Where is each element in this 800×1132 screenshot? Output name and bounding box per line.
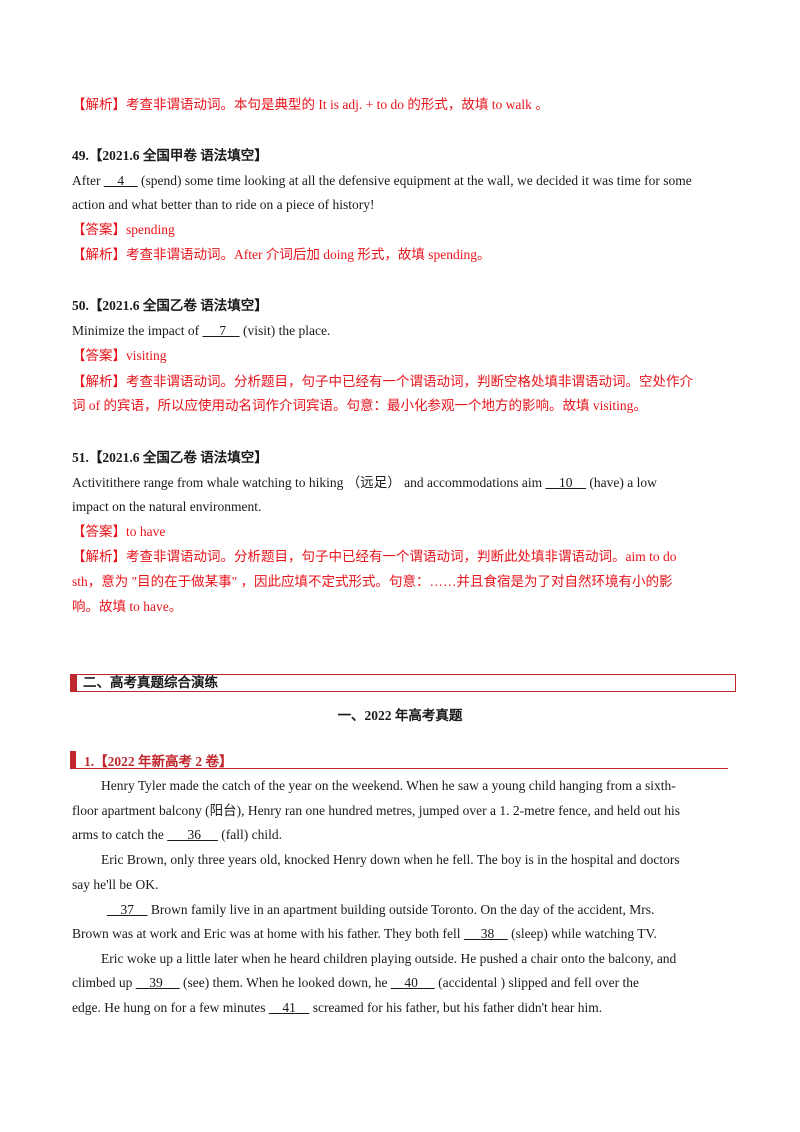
section-bar-accent	[71, 675, 77, 691]
q51-analysis-line1: 【解析】考查非谓语动词。分析题目，句子中已经有一个谓语动词，判断此处填非谓语动词…	[72, 549, 677, 564]
passage-p1-line2: floor apartment balcony (阳台), Henry ran …	[72, 803, 681, 818]
q50-title: 50.【2021.6 全国乙卷 语法填空】	[72, 298, 268, 313]
q50-blank-number: 7	[219, 323, 227, 338]
p4-line3-pre: edge. He hung on for a few minutes	[72, 1000, 269, 1015]
q50-analysis-line1: 【解析】考查非谓语动词。分析题目，句子中已经有一个谓语动词，判断空格处填非谓语动…	[72, 374, 693, 389]
q51-title: 51.【2021.6 全国乙卷 语法填空】	[72, 450, 268, 465]
passage-p3-line2: Brown was at work and Eric was at home w…	[72, 925, 657, 943]
passage-p4-line1: Eric woke up a little later when he hear…	[101, 951, 677, 966]
passage-p4-line3: edge. He hung on for a few minutes 41 sc…	[72, 999, 602, 1017]
q49-stem-line1: After 4 (spend) some time looking at all…	[72, 172, 692, 190]
p1-line3-post: (fall) child.	[217, 827, 282, 842]
q49-text-post: (spend) some time looking at all the def…	[137, 173, 692, 188]
p4-line2-pre: climbed up	[72, 975, 136, 990]
blank-39: 39	[136, 975, 180, 990]
q49-blank-number: 4	[117, 173, 125, 188]
subsection-title: 一、2022 年高考真题	[337, 708, 463, 723]
blank-38-number: 38	[480, 926, 495, 941]
q50-stem-line1: Minimize the impact of 7 (visit) the pla…	[72, 322, 330, 340]
blank-41: 41	[269, 1000, 310, 1015]
q48-analysis: 【解析】考查非谓语动词。本句是典型的 It is adj. + to do 的形…	[72, 97, 549, 112]
blank-37: 37	[107, 902, 148, 917]
passage-p1-line3: arms to catch the 36 (fall) child.	[72, 826, 282, 844]
p4-line2-post: (accidental ) slipped and fell over the	[434, 975, 639, 990]
passage-p4-line2: climbed up 39 (see) them. When he looked…	[72, 974, 639, 992]
p3-line2-pre: Brown was at work and Eric was at home w…	[72, 926, 464, 941]
q51-blank: 10	[546, 475, 587, 490]
q49-title: 49.【2021.6 全国甲卷 语法填空】	[72, 148, 268, 163]
q51-stem-line1: Activitithere range from whale watching …	[72, 474, 657, 492]
p1-line3-pre: arms to catch the	[72, 827, 168, 842]
p4-line2-mid: (see) them. When he looked down, he	[179, 975, 391, 990]
q51-analysis-line2: sth，意为 "目的在于做某事" ，因此应填不定式形式。句意：……并且食宿是为了…	[72, 574, 673, 589]
q49-stem-line2: action and what better than to ride on a…	[72, 197, 375, 212]
q50-text-pre: Minimize the impact of	[72, 323, 203, 338]
blank-36-number: 36	[187, 827, 201, 842]
q50-answer: 【答案】visiting	[72, 348, 167, 363]
section-heading-bar: 二、高考真题综合演练	[70, 674, 736, 692]
blank-41-number: 41	[282, 1000, 296, 1015]
blank-38: 38	[464, 926, 508, 941]
q50-analysis-line2: 词 of 的宾语，所以应使用动名词作介词宾语。句意：最小化参观一个地方的影响。故…	[72, 398, 647, 413]
q51-text-post: (have) a low	[586, 475, 657, 490]
blank-40: 40	[391, 975, 435, 990]
passage-p3-line1: 37 Brown family live in an apartment bui…	[107, 901, 655, 919]
section-heading: 二、高考真题综合演练	[83, 675, 218, 690]
q50-blank: 7	[202, 323, 239, 338]
question-heading: 1.【2022 年新高考 2 卷】	[84, 754, 233, 769]
blank-40-number: 40	[404, 975, 418, 990]
question-bar-accent	[70, 751, 76, 768]
passage-p1-line1: Henry Tyler made the catch of the year o…	[101, 778, 676, 793]
q51-analysis-line3: 响。故填 to have。	[72, 599, 183, 614]
q51-stem-line2: impact on the natural environment.	[72, 499, 262, 514]
question-heading-bar: 1.【2022 年新高考 2 卷】	[70, 751, 728, 769]
q51-text-pre: Activitithere range from whale watching …	[72, 475, 546, 490]
p4-line3-post: screamed for his father, but his father …	[309, 1000, 603, 1015]
p3-line1-post: Brown family live in an apartment buildi…	[147, 902, 655, 917]
p3-line2-post: (sleep) while watching TV.	[507, 926, 657, 941]
passage-p2-line1: Eric Brown, only three years old, knocke…	[101, 852, 680, 867]
q49-answer: 【答案】spending	[72, 222, 175, 237]
passage-p2-line2: say he'll be OK.	[72, 877, 159, 892]
blank-39-number: 39	[149, 975, 163, 990]
q50-text-post: (visit) the place.	[239, 323, 331, 338]
q51-blank-number: 10	[559, 475, 573, 490]
q49-text-pre: After	[72, 173, 104, 188]
blank-36: 36	[167, 827, 218, 842]
q49-analysis: 【解析】考查非谓语动词。After 介词后加 doing 形式，故填 spend…	[72, 247, 491, 262]
blank-37-number: 37	[120, 902, 135, 917]
q49-blank: 4	[104, 173, 138, 188]
q51-answer: 【答案】to have	[72, 524, 166, 539]
